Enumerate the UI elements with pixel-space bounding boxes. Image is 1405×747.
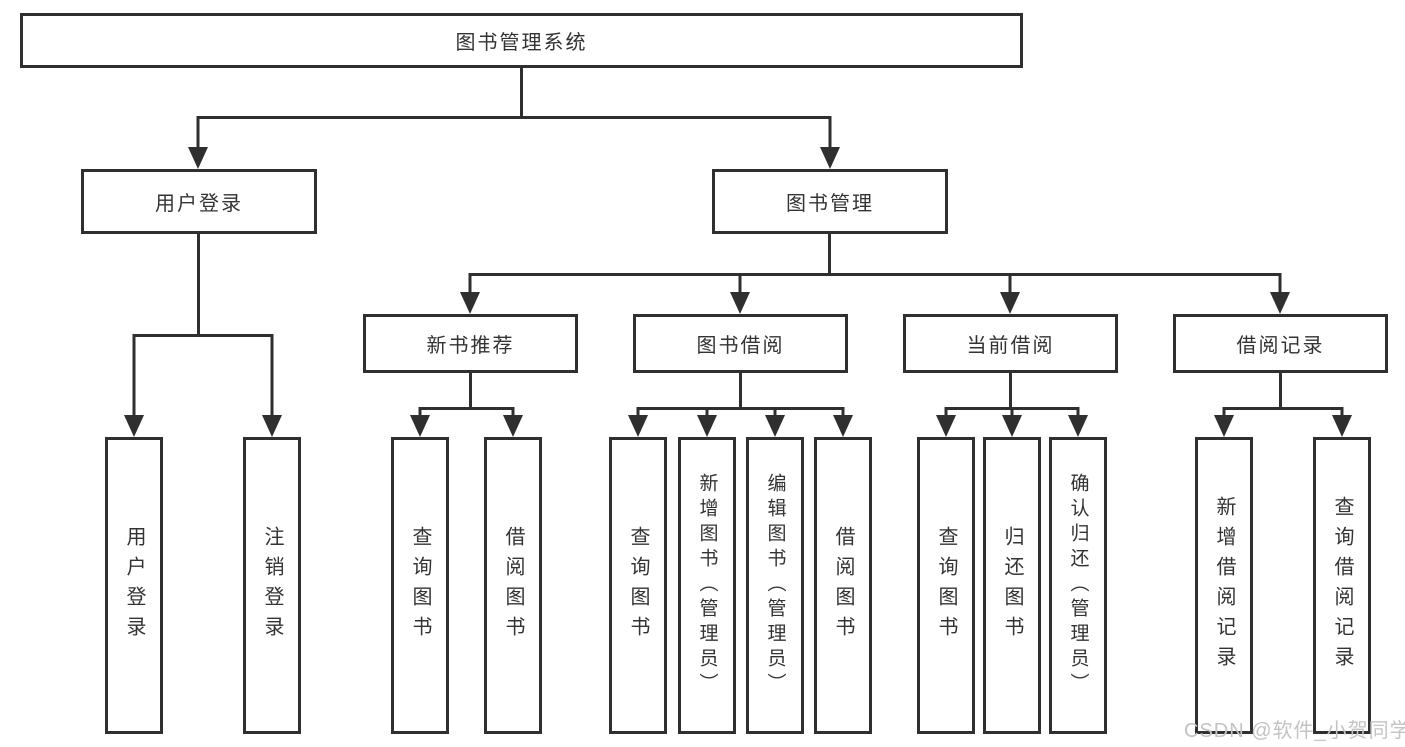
leaf-user-login: 用户登录	[105, 437, 163, 734]
leaf-logout: 注销登录	[243, 437, 301, 734]
csdn-watermark: CSDN @软件_小贺同学	[1184, 720, 1405, 742]
node-new-book-recommend: 新书推荐	[363, 314, 578, 373]
node-user-login: 用户登录	[81, 169, 317, 234]
leaf-query-borrow-record: 查询借阅记录	[1313, 437, 1371, 734]
leaf-query-books-recommend: 查询图书	[391, 437, 449, 734]
node-book-management: 图书管理	[712, 169, 948, 234]
leaf-confirm-return-admin: 确认归还（管理员）	[1049, 437, 1107, 734]
leaf-query-books-borrow: 查询图书	[609, 437, 667, 734]
leaf-return-book: 归还图书	[983, 437, 1041, 734]
leaf-edit-book-admin: 编辑图书（管理员）	[746, 437, 804, 734]
node-current-borrow: 当前借阅	[903, 314, 1118, 373]
leaf-add-borrow-record: 新增借阅记录	[1195, 437, 1253, 734]
leaf-borrow-books: 借阅图书	[814, 437, 872, 734]
leaf-borrow-books-recommend: 借阅图书	[484, 437, 542, 734]
leaf-add-book-admin: 新增图书（管理员）	[678, 437, 736, 734]
node-borrow-records: 借阅记录	[1173, 314, 1388, 373]
leaf-query-books-current: 查询图书	[917, 437, 975, 734]
node-book-borrow: 图书借阅	[633, 314, 848, 373]
node-library-management-system: 图书管理系统	[20, 13, 1023, 68]
